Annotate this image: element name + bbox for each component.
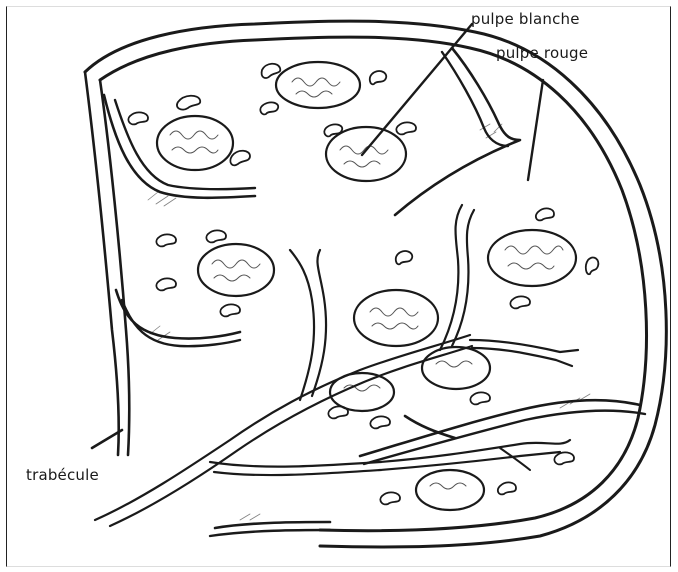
artery-lower [210,440,570,467]
artery-branch-up [290,250,314,400]
trabecula-lower-right-inner [364,411,645,464]
trabecula-top-right-inner [442,52,508,146]
nodule-9 [416,470,484,510]
red-pulp-cells [128,64,598,505]
nodule-texture [170,78,563,489]
artery-main [95,335,470,520]
capsule-left-edge-inner [100,80,129,455]
artery-branch-right-2 [470,340,578,352]
nodule-7 [422,347,490,389]
artery-lower-inner [214,452,560,475]
artery-lower-twig [500,448,530,470]
stroma-hatching [148,124,590,520]
artery-main-inner [110,346,472,526]
nodule-6 [354,290,438,346]
nodule-4 [198,244,274,296]
trabecula-bottom-inner [210,530,330,536]
capsule-inner [100,37,646,531]
capsule-outer [85,21,666,547]
pointer-pulpe-rouge [528,80,543,180]
label-pulpe-rouge: pulpe rouge [496,44,588,62]
nodule-2 [157,116,233,170]
white-pulp-nodules [157,62,576,510]
nodule-3 [326,127,406,181]
trabecula-bottom [215,522,330,528]
label-trabecule: trabécule [26,466,99,484]
nodule-1 [276,62,360,108]
label-pulpe-blanche: pulpe blanche [471,10,580,28]
pointer-pulpe-blanche [362,24,472,155]
nodule-5 [488,230,576,286]
